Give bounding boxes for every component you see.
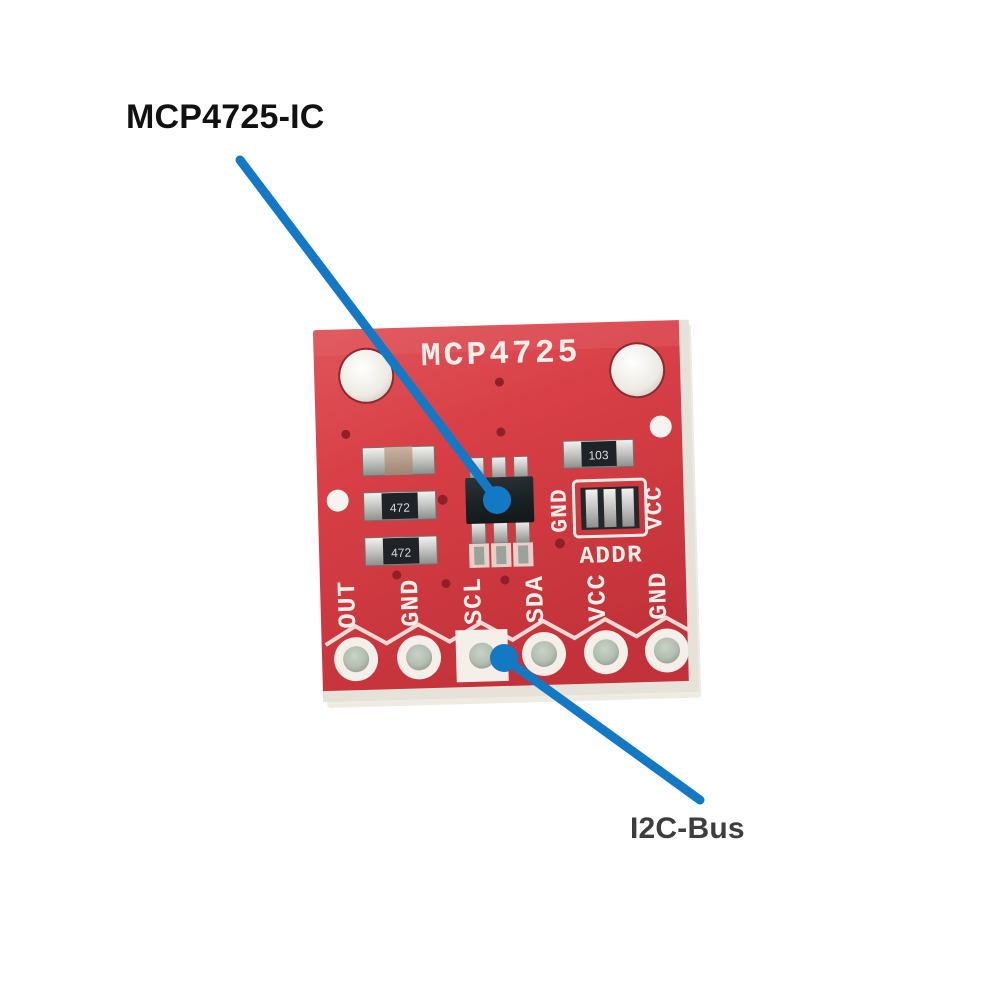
header-pads [334,628,689,682]
pin-label-out: OUT [333,580,363,629]
resistor-r3: 103 [562,438,635,469]
pin-labels: OUT GND SCL SDA VCC GND [333,571,674,628]
addr-jumper-outline [571,477,649,539]
addr-left-label: GND [546,488,573,533]
silkscreen-title: MCP4725 [420,334,581,375]
pcb-right-edge [678,319,700,692]
addr-right-label: VCC [641,485,668,530]
pcb-body: MCP4725 [312,319,702,708]
i2c-callout-label: I2C-Bus [630,812,745,845]
via-hole-right [649,415,672,438]
resistor-r1-marking: 472 [390,501,411,516]
hole-top-right [611,344,664,397]
pin-label-scl: SCL [459,576,489,625]
addr-jumper-label: ADDR [579,542,643,571]
pad-silk-scallops [324,615,695,647]
i2c-callout-dot [490,644,518,672]
ic-callout-label: MCP4725-IC [126,98,325,136]
resistor-r3-marking: 103 [588,448,609,463]
via-dots [341,377,565,589]
pin-label-sda: SDA [521,575,551,624]
via-hole-left [326,489,349,512]
pcb-bottom-edge [322,680,696,703]
pin-label-gnd-2: GND [644,571,674,620]
pin-label-gnd-1: GND [396,578,426,627]
resistor-r2-marking: 472 [391,546,412,561]
resistor-r1: 472 [362,490,437,522]
i2c-callout-line [499,653,705,805]
pin-label-vcc: VCC [583,573,613,622]
pcb-top-highlight [312,319,686,357]
capacitor-c1 [361,445,436,477]
annotation-layer [235,155,705,805]
ic-callout-dot [483,486,511,514]
ic-callout-line [235,155,502,505]
addr-jumper: ADDR GND VCC [546,477,669,571]
header-pad-row [324,615,695,683]
resistor-r2: 472 [364,535,438,567]
hole-top-left [340,349,393,402]
mounting-holes [338,342,666,404]
